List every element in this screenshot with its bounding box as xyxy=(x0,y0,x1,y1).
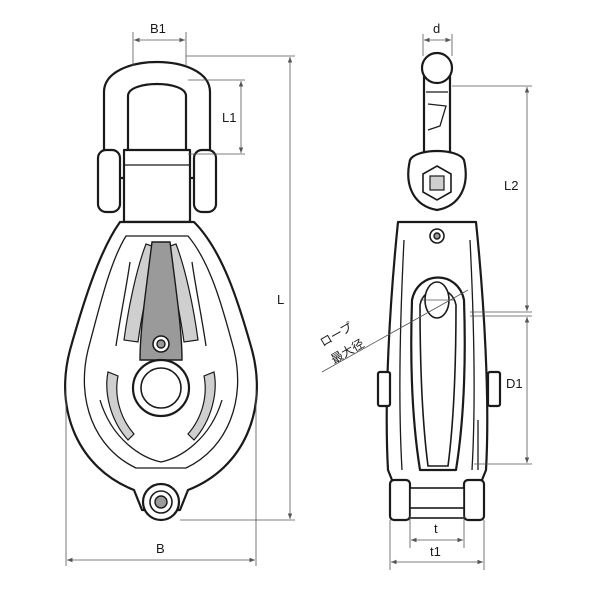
label-t1: t1 xyxy=(430,544,441,559)
dimension-t1: t1 xyxy=(389,520,485,570)
side-shackle xyxy=(407,51,467,212)
front-becket xyxy=(141,482,181,522)
front-view: B1 L1 L B xyxy=(64,21,295,566)
side-body xyxy=(376,220,502,522)
label-b1: B1 xyxy=(150,21,166,36)
dimension-b1: B1 xyxy=(132,21,187,66)
label-d: d xyxy=(433,21,440,36)
label-d1: D1 xyxy=(506,376,523,391)
dimension-l1: L1 xyxy=(188,79,245,155)
side-view: ロープ 最大径 d L2 D1 t xyxy=(318,21,532,570)
dimension-d: d xyxy=(422,21,453,56)
dimension-t: t xyxy=(409,516,465,548)
dimension-d1: D1 xyxy=(470,315,532,465)
dimension-l2: L2 xyxy=(452,85,532,313)
label-l: L xyxy=(277,292,284,307)
label-t: t xyxy=(434,521,438,536)
dimension-b: B xyxy=(65,390,257,566)
dimension-l: L xyxy=(180,55,295,521)
label-l2: L2 xyxy=(504,178,518,193)
front-body xyxy=(64,220,258,512)
front-shackle xyxy=(96,60,218,224)
label-l1: L1 xyxy=(222,110,236,125)
label-b: B xyxy=(156,541,165,556)
